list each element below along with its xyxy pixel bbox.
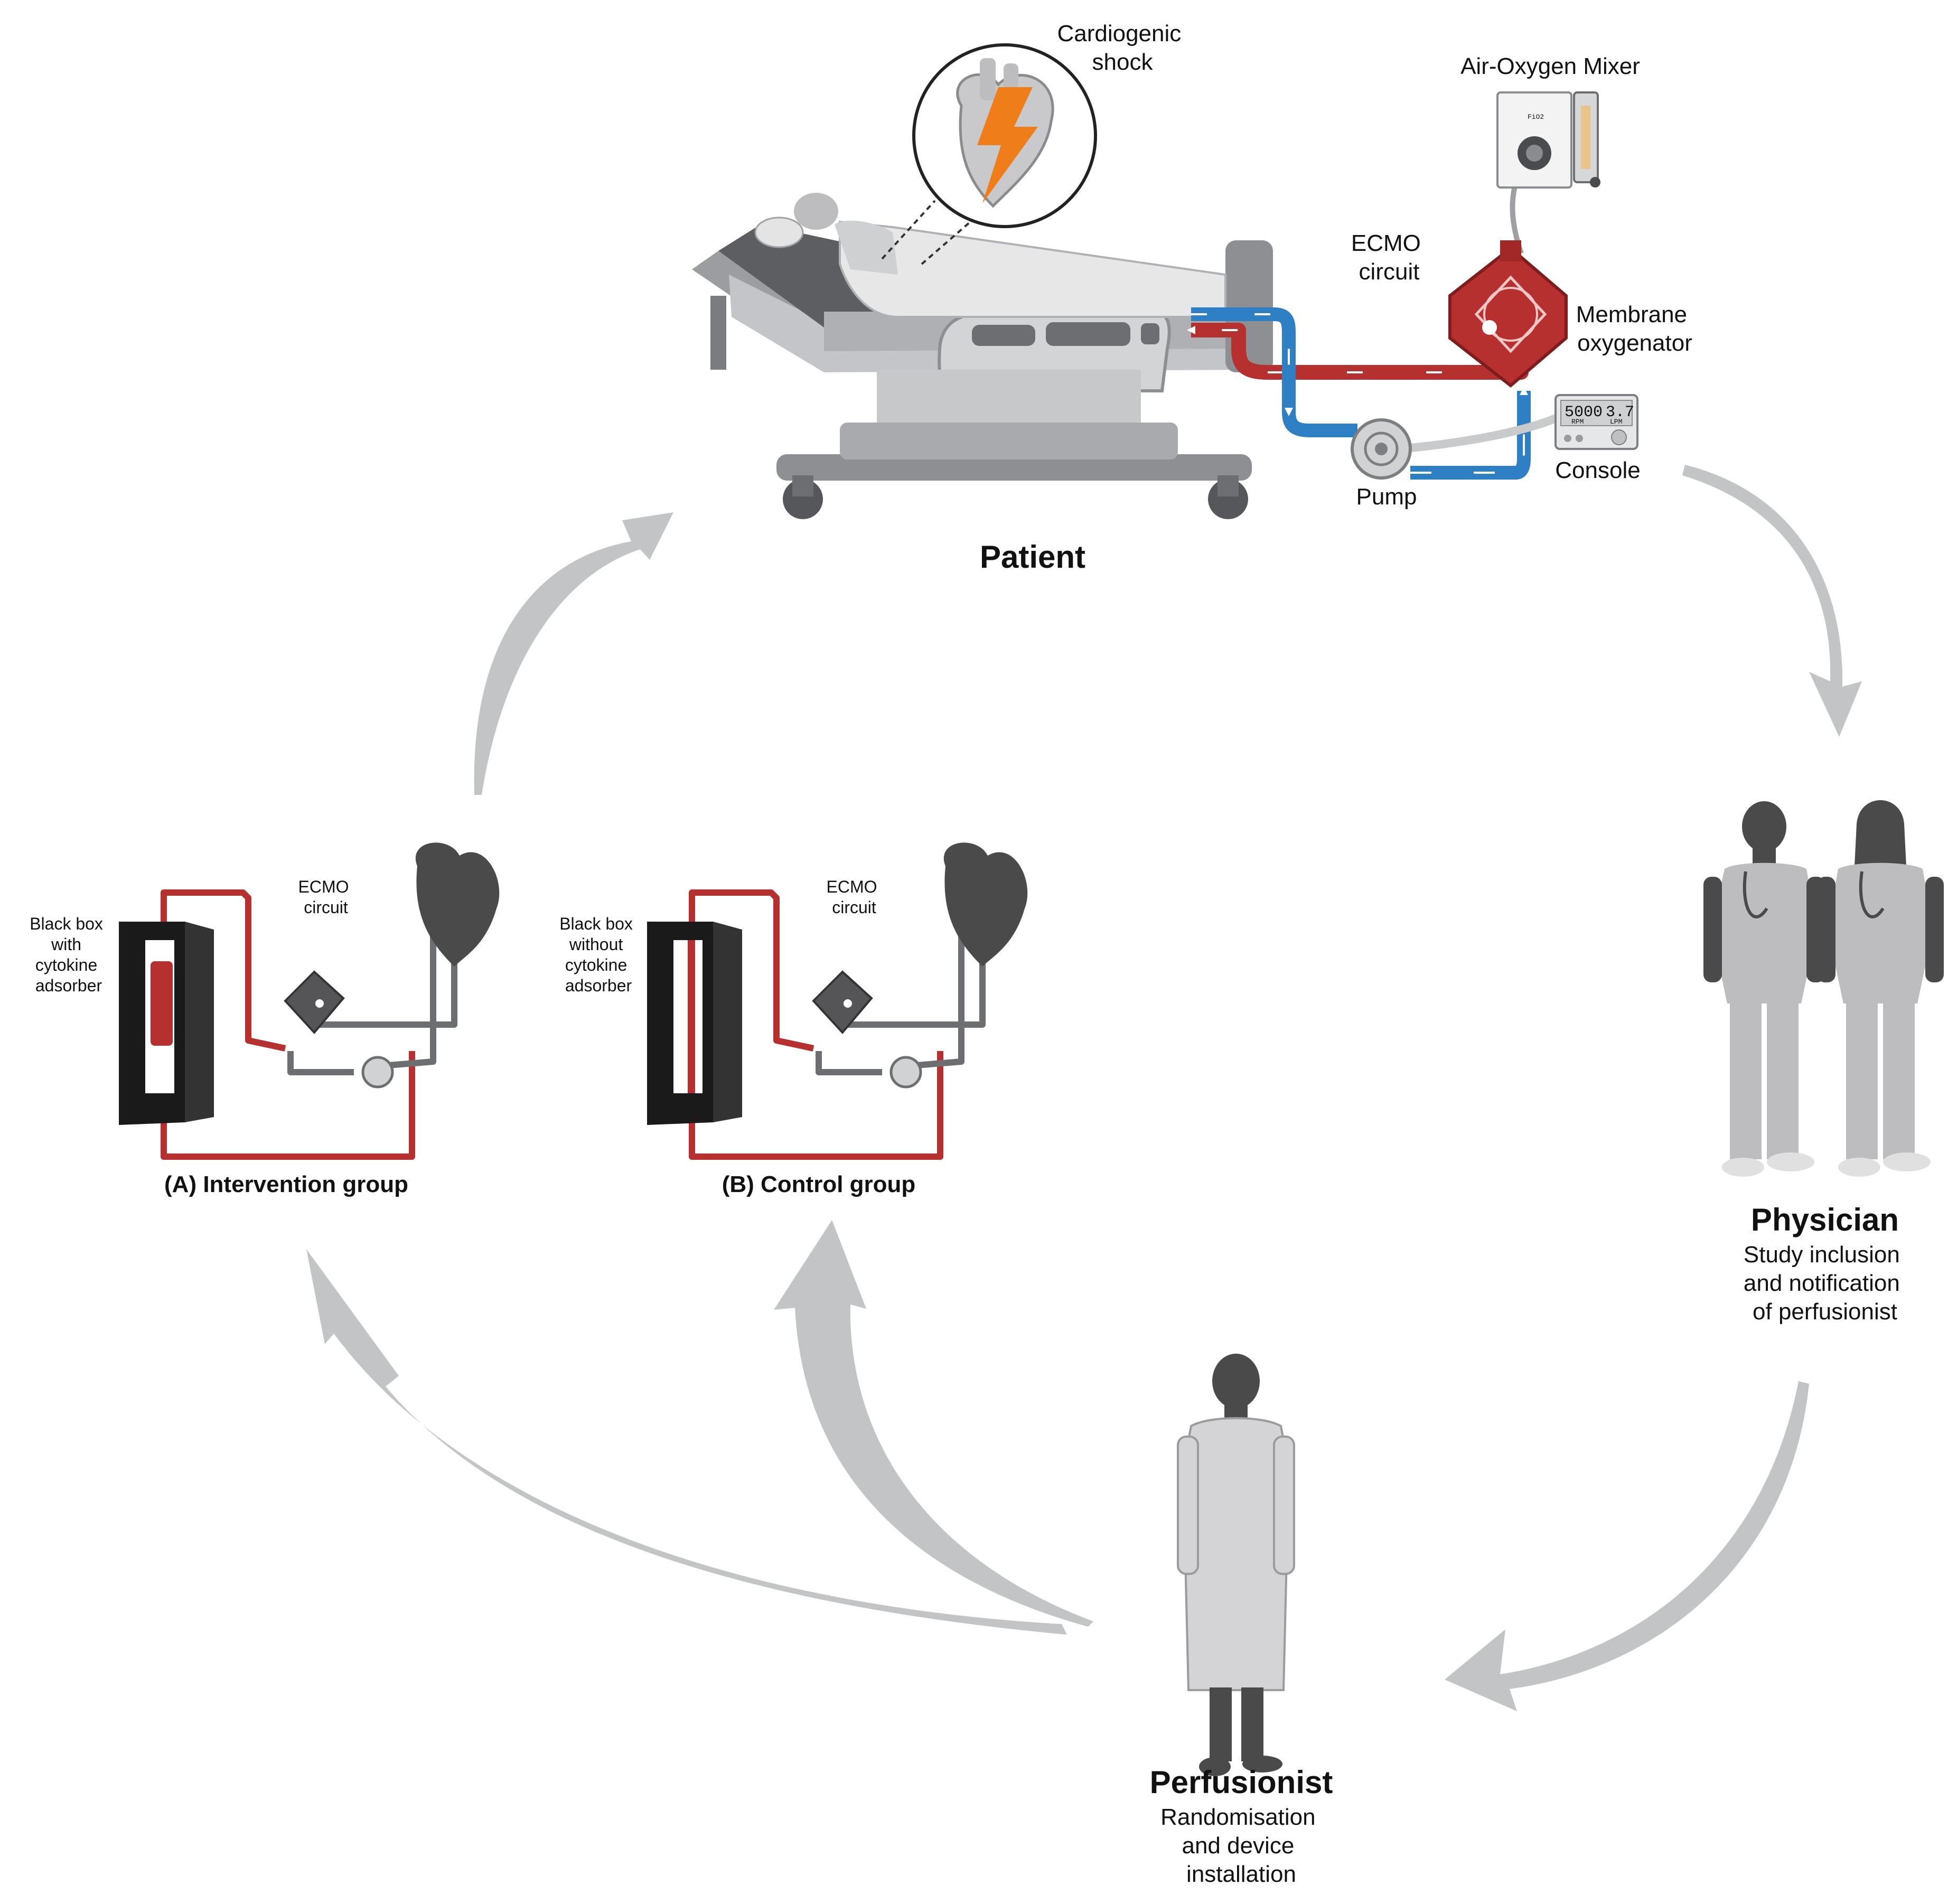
patient-illustration	[754, 193, 1226, 318]
arrow-perfusionist-to-intervention	[306, 1249, 1067, 1635]
physician-figure-left	[1703, 801, 1825, 1177]
console-label: Console	[1555, 457, 1640, 483]
console-flow-value: 3.7	[1606, 404, 1634, 421]
control-box-label: Black box without cytokine adsorber	[559, 914, 638, 995]
control-heart-icon	[943, 842, 1028, 967]
console-rpm-value: 5000	[1565, 404, 1603, 421]
control-group-title: (B) Control group	[722, 1171, 916, 1197]
physician-description: Study inclusion and notification of perf…	[1744, 1242, 1906, 1325]
hospital-bed-illustration	[692, 224, 1273, 519]
patient-title: Patient	[980, 539, 1085, 575]
cardiogenic-shock-label: Cardiogenic shock	[1057, 21, 1187, 75]
intervention-group: Black box with cytokine adsorber ECMO ci…	[30, 842, 500, 1197]
console-flow-unit: LPM	[1610, 418, 1622, 426]
air-oxygen-mixer-label: Air-Oxygen Mixer	[1460, 53, 1640, 79]
arrow-groups-to-patient	[474, 512, 673, 795]
patient-scene: Cardiogenic shock	[692, 21, 1694, 575]
control-oxygenator-icon	[812, 970, 873, 1035]
intervention-heart-icon	[415, 842, 500, 967]
cardiogenic-shock-callout	[881, 43, 1097, 265]
physician-figure-right	[1817, 800, 1944, 1177]
arrow-patient-to-physician	[1682, 465, 1862, 737]
perfusionist-illustration	[1177, 1354, 1295, 1776]
intervention-group-title: (A) Intervention group	[164, 1171, 408, 1197]
intervention-oxygenator-icon	[284, 970, 345, 1035]
physician-illustration	[1703, 800, 1944, 1177]
physician-title: Physician	[1751, 1202, 1899, 1237]
mixer-dial-label: FiO2	[1528, 113, 1544, 121]
control-group: Black box without cytokine adsorber ECMO…	[559, 842, 1028, 1197]
intervention-pump-icon	[361, 1056, 394, 1089]
arrow-physician-to-perfusionist	[1445, 1381, 1809, 1711]
console-illustration: 5000 RPM 3.7 LPM	[1554, 394, 1638, 450]
console-rpm-unit: RPM	[1571, 418, 1584, 426]
membrane-oxygenator-illustration	[1448, 240, 1568, 388]
control-circuit-label: ECMO circuit	[827, 877, 882, 917]
pump-illustration	[1351, 418, 1412, 480]
lightning-icon	[977, 87, 1038, 203]
perfusionist-description: Randomisation and device installation	[1160, 1804, 1322, 1887]
arrow-perfusionist-to-control	[774, 1220, 1093, 1627]
intervention-box-label: Black box with cytokine adsorber	[30, 914, 108, 995]
cycle-arrows	[306, 465, 1862, 1711]
console-cable	[1399, 413, 1560, 453]
pump-to-oxygenator-line	[1410, 391, 1531, 480]
ecmo-tubing	[1187, 181, 1560, 480]
control-pump-icon	[889, 1056, 922, 1089]
intervention-circuit-label: ECMO circuit	[298, 877, 354, 917]
perfusionist-title: Perfusionist	[1150, 1765, 1333, 1800]
ecmo-circuit-label: ECMO circuit	[1351, 230, 1427, 285]
pump-label: Pump	[1356, 484, 1417, 510]
air-oxygen-mixer-illustration: FiO2	[1496, 91, 1600, 189]
membrane-oxygenator-label: Membrane oxygenator	[1576, 302, 1694, 356]
cytokine-adsorber-icon	[151, 961, 173, 1046]
arterial-line	[1191, 323, 1529, 380]
